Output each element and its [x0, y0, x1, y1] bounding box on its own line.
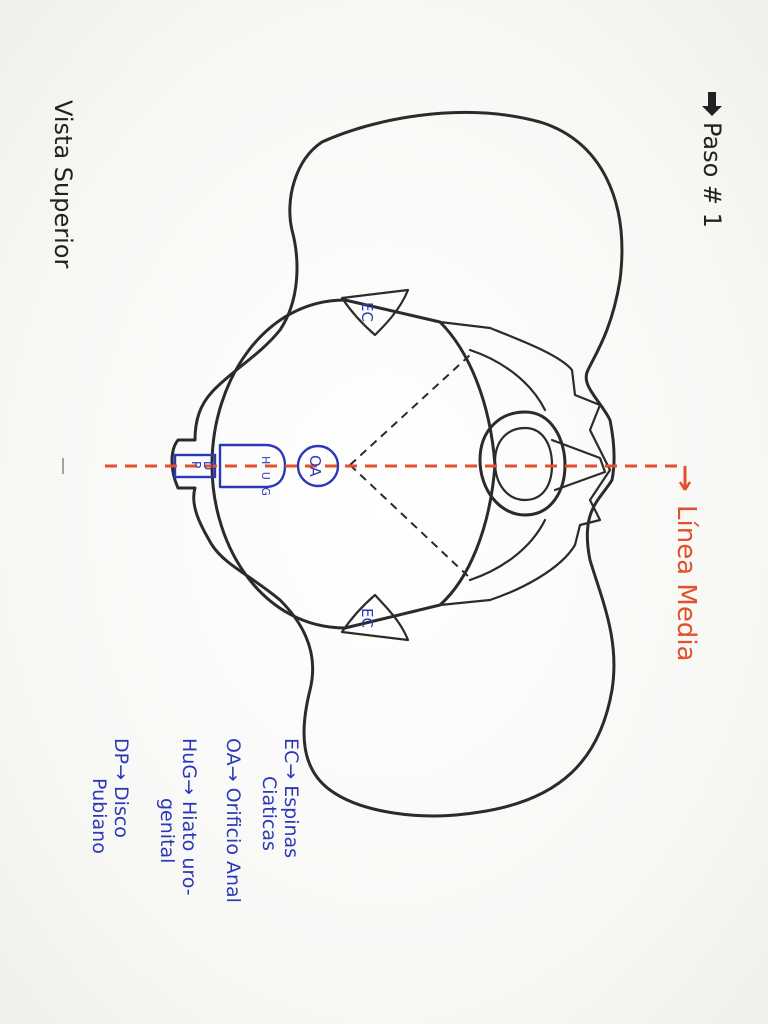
step-label: Paso # 1	[698, 122, 726, 228]
ec-top-shape	[340, 288, 410, 337]
sacral-spine	[550, 438, 607, 492]
legend-item-1-line2: Ciaticas	[258, 776, 280, 851]
step-header: Paso # 1	[698, 92, 726, 228]
legend-item-3-line2: genital	[156, 798, 178, 863]
midline-arrow	[678, 481, 692, 491]
ec-bottom-label-group: EC	[358, 608, 376, 628]
ec-bottom-label: EC	[358, 608, 376, 628]
ec-top-label-group: EC	[358, 302, 376, 322]
dp-p-label: P	[189, 461, 203, 468]
legend-item-4-line2: Pubiano	[88, 778, 110, 854]
dashed-line-top	[349, 354, 471, 466]
oa-label: OA	[306, 455, 324, 478]
midline-label-group: Línea Media	[671, 505, 701, 661]
hug-label-group: H U G	[259, 456, 272, 498]
legend-item-2-line1: OA→ Orificio Anal	[222, 738, 244, 903]
view-label: Vista Superior	[49, 100, 77, 268]
sacral-canal-inner	[493, 426, 554, 502]
ec-bottom-shape	[340, 593, 410, 642]
ec-top-label: EC	[358, 302, 376, 322]
view-label-group: Vista Superior	[49, 100, 77, 268]
sacrum	[438, 320, 612, 607]
arrow-icon	[702, 92, 722, 116]
legend-item-1-line1: EC→ Espinas	[280, 738, 302, 858]
oa-circle	[296, 444, 340, 488]
pelvis-outline	[170, 110, 624, 818]
pelvic-inlet	[210, 298, 497, 630]
legend-item-3-line1: HuG→ Hiato uro-	[178, 738, 200, 896]
dp-d-label: D	[201, 461, 215, 470]
legend-item-4-line1: DP→ Disco	[110, 738, 132, 838]
oa-label-group: OA	[306, 455, 324, 478]
sacrum-ala-bottom	[468, 518, 547, 582]
sacrum-ala-top	[468, 348, 547, 412]
legend: EC→ Espinas Ciaticas OA→ Orificio Anal H…	[88, 738, 302, 903]
midline-label: Línea Media	[671, 505, 701, 661]
dp-d-label-group: D	[201, 461, 215, 470]
dp-p-label-group: P	[189, 461, 203, 468]
hug-label: H U G	[259, 456, 272, 498]
dashed-line-bottom	[349, 464, 471, 579]
